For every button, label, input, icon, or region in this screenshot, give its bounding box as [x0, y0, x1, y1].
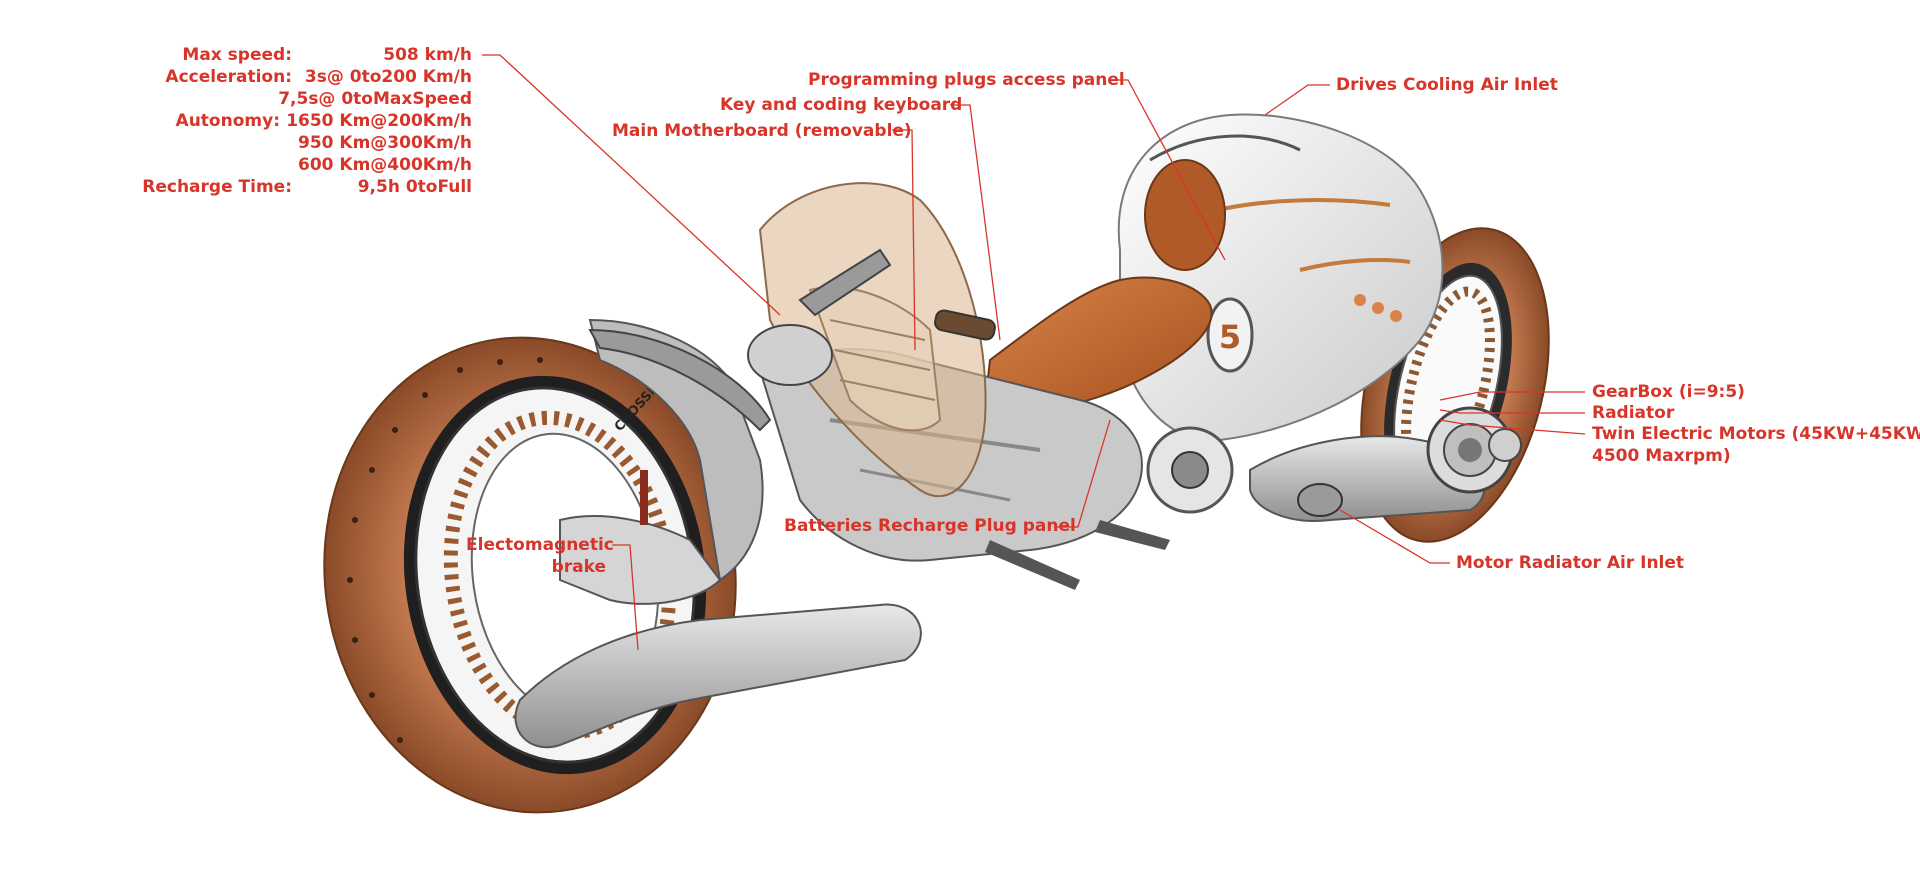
callout-batteries-recharge: Batteries Recharge Plug panel: [784, 516, 1076, 536]
foot-pegs: [985, 520, 1170, 590]
rear-cowling: 5: [1117, 113, 1444, 442]
acceleration-value-1: 3s@ 0to200 Km/h: [304, 67, 472, 87]
callout-motor-radiator-inlet: Motor Radiator Air Inlet: [1456, 553, 1685, 573]
handlebar: [747, 248, 996, 386]
race-number: 5: [1219, 318, 1241, 356]
callout-radiator: Radiator: [1592, 403, 1675, 423]
max-speed-value: 508 km/h: [383, 45, 472, 65]
callout-gearbox: GearBox (i=9:5): [1592, 382, 1745, 402]
callout-twin-motors-line2: 4500 Maxrpm): [1592, 446, 1731, 466]
callout-programming-plugs: Programming plugs access panel: [808, 70, 1125, 90]
autonomy-label: Autonomy:: [175, 111, 280, 131]
acceleration-value-2: 7,5s@ 0toMaxSpeed: [278, 89, 472, 109]
callout-motherboard: Main Motherboard (removable): [612, 121, 912, 141]
max-speed-label: Max speed:: [182, 45, 292, 65]
recharge-label: Recharge Time:: [142, 177, 292, 197]
autonomy-value-1: 1650 Km@200Km/h: [286, 111, 472, 131]
callout-brake-line1: Electomagnetic: [466, 535, 614, 555]
front-mudguard: [588, 328, 772, 432]
autonomy-value-2: 950 Km@300Km/h: [298, 133, 472, 153]
callout-brake-line2: brake: [551, 557, 606, 577]
callout-twin-motors-line1: Twin Electric Motors (45KW+45KW: [1592, 424, 1920, 444]
callout-key-keyboard: Key and coding keyboard: [720, 95, 963, 115]
callout-leader-lines: [482, 54, 1586, 651]
acceleration-label: Acceleration:: [165, 67, 292, 87]
recharge-value: 9,5h 0toFull: [357, 177, 472, 197]
autonomy-value-3: 600 Km@400Km/h: [298, 155, 472, 175]
callout-drives-cooling: Drives Cooling Air Inlet: [1336, 75, 1558, 95]
twin-electric-motors: [1249, 406, 1522, 522]
